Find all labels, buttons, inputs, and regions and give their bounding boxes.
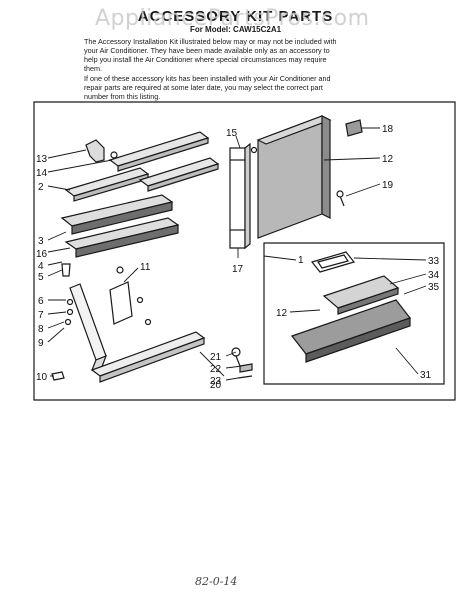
callout-leaders xyxy=(47,127,427,381)
callout-12: 12 xyxy=(382,154,394,165)
watermark: AppliancePartsPros.com xyxy=(95,6,370,31)
callout-2: 2 xyxy=(38,182,44,193)
hardware-parts-21-23 xyxy=(231,347,253,379)
callout-5: 5 xyxy=(38,272,44,283)
callout-1: 1 xyxy=(298,255,304,266)
screw-part-19 xyxy=(336,190,345,207)
callout-7: 7 xyxy=(38,310,44,321)
callout-4: 4 xyxy=(38,261,44,272)
seal-part-33 xyxy=(310,251,356,273)
callout-35: 35 xyxy=(428,282,440,293)
callout-19: 19 xyxy=(382,180,394,191)
callout-34: 34 xyxy=(428,270,440,281)
callout-17: 17 xyxy=(232,264,244,275)
callout-13: 13 xyxy=(36,154,48,165)
bracket-part-13 xyxy=(85,139,118,163)
foot-part-10 xyxy=(51,371,65,381)
intro-line: help you install the Air Conditioner whe… xyxy=(84,55,327,64)
diagram-frame xyxy=(33,101,456,401)
intro-line: The Accessory Installation Kit illustrat… xyxy=(84,37,337,46)
repair-paragraph: If one of these accessory kits has been … xyxy=(84,74,384,101)
block-part-18 xyxy=(345,119,363,137)
bracket-part-11 xyxy=(109,266,152,326)
callout-22: 22 xyxy=(210,364,222,375)
model-subtitle: For Model: CAW15C2A1 xyxy=(189,25,282,34)
callout-21: 21 xyxy=(210,352,222,363)
channel-part-3 xyxy=(60,194,180,258)
rail-part-2 xyxy=(64,157,220,202)
repair-line: If one of these accessory kits has been … xyxy=(84,74,331,83)
callout-9: 9 xyxy=(38,338,44,349)
callout-33: 33 xyxy=(428,256,440,267)
callout-15: 15 xyxy=(226,128,238,139)
screw-part-5 xyxy=(61,263,71,277)
repair-line: repair parts are required at some later … xyxy=(84,83,323,92)
intro-line: your Air Conditioner. They have been mad… xyxy=(84,46,330,55)
post-part-15 xyxy=(229,142,258,250)
callout-8: 8 xyxy=(38,324,44,335)
callout-11: 11 xyxy=(140,262,151,273)
callout-10: 10 xyxy=(36,372,48,383)
rail-part-14 xyxy=(108,131,210,172)
callout-12-kit: 12 xyxy=(276,308,288,319)
panel-part-12 xyxy=(256,115,332,239)
callout-numbers: 1 2 3 4 5 6 7 8 9 10 11 12 12 13 14 15 1… xyxy=(36,124,440,391)
callout-18: 18 xyxy=(382,124,394,135)
callout-14: 14 xyxy=(36,168,48,179)
callout-20: 20 xyxy=(210,380,222,391)
callout-16: 16 xyxy=(36,249,48,260)
leg-assembly-part-6 xyxy=(64,283,108,373)
repair-line: number from this listing. xyxy=(84,92,161,101)
callout-6: 6 xyxy=(38,296,44,307)
foam-part-35 xyxy=(291,299,411,363)
callout-31: 31 xyxy=(420,370,432,381)
callout-3: 3 xyxy=(38,236,44,247)
handwritten-note: 82-0-14 xyxy=(195,575,238,588)
callout-23: 23 xyxy=(210,376,222,387)
intro-paragraph: The Accessory Installation Kit illustrat… xyxy=(84,37,384,73)
intro-line: them. xyxy=(84,64,102,73)
page-title: ACCESSORY KIT PARTS xyxy=(137,8,334,25)
tray-part-34 xyxy=(322,275,400,315)
kit-box xyxy=(263,242,445,385)
bar-part-20 xyxy=(90,331,206,383)
